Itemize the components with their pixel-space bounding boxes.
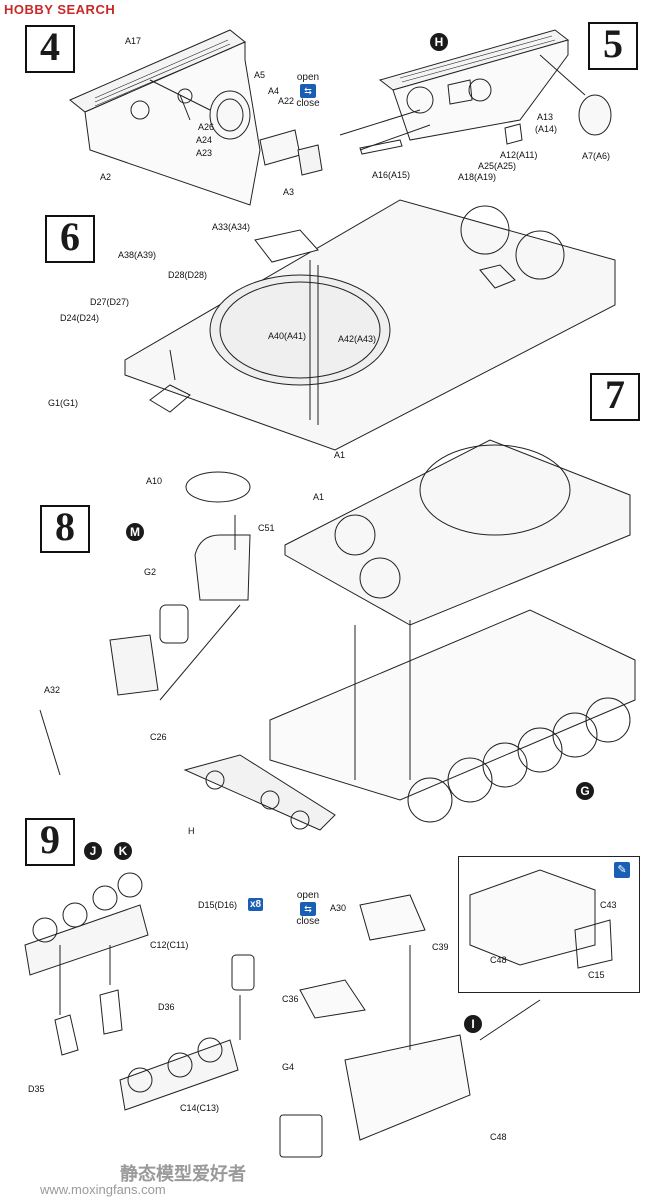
part-label: C48	[490, 1132, 507, 1142]
close-label: close	[296, 916, 320, 927]
badge-m: M	[126, 523, 144, 541]
part-label: A4	[268, 86, 280, 96]
part-label: A10	[146, 476, 163, 486]
part-label: D28(D28)	[168, 270, 208, 280]
part-label: A25(A25)	[478, 161, 517, 171]
part-label: A2	[100, 172, 112, 182]
part-label: C26	[150, 732, 167, 742]
open-close-icon: ⇆	[300, 84, 316, 98]
part-label: C36	[282, 994, 299, 1004]
close-label: close	[296, 98, 320, 109]
watermark-brand: HOBBY SEARCH	[4, 2, 116, 17]
part-label: A13	[537, 112, 554, 122]
step5-rear-plate	[339, 29, 612, 155]
part-label: A38(A39)	[118, 250, 157, 260]
step-number-6: 6	[45, 215, 95, 263]
part-label: G2	[144, 567, 157, 577]
part-label: A23	[196, 148, 213, 158]
step8-parts	[39, 471, 251, 776]
open-close-step9: open ⇆ close	[290, 890, 326, 928]
open-close-icon: ⇆	[300, 902, 316, 916]
step9-parts	[24, 872, 471, 1158]
part-label: A26	[198, 122, 215, 132]
part-label: C12(C11)	[150, 940, 189, 950]
part-label: A18(A19)	[458, 172, 497, 182]
step-number-5: 5	[588, 22, 638, 70]
open-label: open	[296, 890, 320, 901]
part-label: A24	[196, 135, 213, 145]
badge-k: K	[114, 842, 132, 860]
badge-i: I	[464, 1015, 482, 1033]
step-number-4: 4	[25, 25, 75, 73]
badge-h: H	[430, 33, 448, 51]
part-label: A30	[330, 903, 347, 913]
part-label: A1	[313, 492, 325, 502]
part-label: A17	[125, 36, 142, 46]
part-label: D24(D24)	[60, 313, 100, 323]
inset-frame	[458, 856, 640, 993]
part-label: D36	[158, 1002, 175, 1012]
part-label: G4	[282, 1062, 295, 1072]
part-label: D35	[28, 1084, 45, 1094]
multiplier-badge: x8	[248, 898, 264, 911]
part-label: A22	[278, 96, 295, 106]
part-label: A5	[254, 70, 266, 80]
part-label: A33(A34)	[212, 222, 251, 232]
part-label: C39	[432, 942, 449, 952]
watermark-site-cn: 静态模型爱好者	[120, 1164, 246, 1184]
part-label: A7(A6)	[582, 151, 611, 161]
part-label: A16(A15)	[372, 170, 411, 180]
part-label: A32	[44, 685, 61, 695]
inset-detail	[469, 869, 613, 1041]
part-label: C51	[258, 523, 275, 533]
part-label: G1(G1)	[48, 398, 79, 408]
step6-hull-deck	[124, 199, 616, 451]
part-label: D15(D16)	[198, 900, 238, 910]
open-close-step4: open ⇆ close	[290, 72, 326, 110]
watermark-site-url: www.moxingfans.com	[40, 1182, 166, 1197]
part-label: D27(D27)	[90, 297, 130, 307]
pen-icon: ✎	[614, 862, 630, 878]
badge-j: J	[84, 842, 102, 860]
step-number-8: 8	[40, 505, 90, 553]
step7-hull-assembly	[183, 439, 636, 831]
badge-g: G	[576, 782, 594, 800]
part-label: C15	[588, 970, 605, 980]
part-label: A3	[283, 187, 295, 197]
part-label: C14(C13)	[180, 1103, 220, 1113]
part-label: C48	[490, 955, 507, 965]
part-label: H	[188, 826, 195, 836]
part-label: A12(A11)	[500, 150, 538, 160]
part-label: A1	[334, 450, 346, 460]
step4-rear-plate	[69, 29, 323, 206]
part-label: A40(A41)	[268, 331, 307, 341]
step-number-7: 7	[590, 373, 640, 421]
open-label: open	[296, 72, 320, 83]
part-label: C43	[600, 900, 617, 910]
part-label: (A14)	[535, 124, 558, 134]
part-label: A42(A43)	[338, 334, 377, 344]
step-number-9: 9	[25, 818, 75, 866]
